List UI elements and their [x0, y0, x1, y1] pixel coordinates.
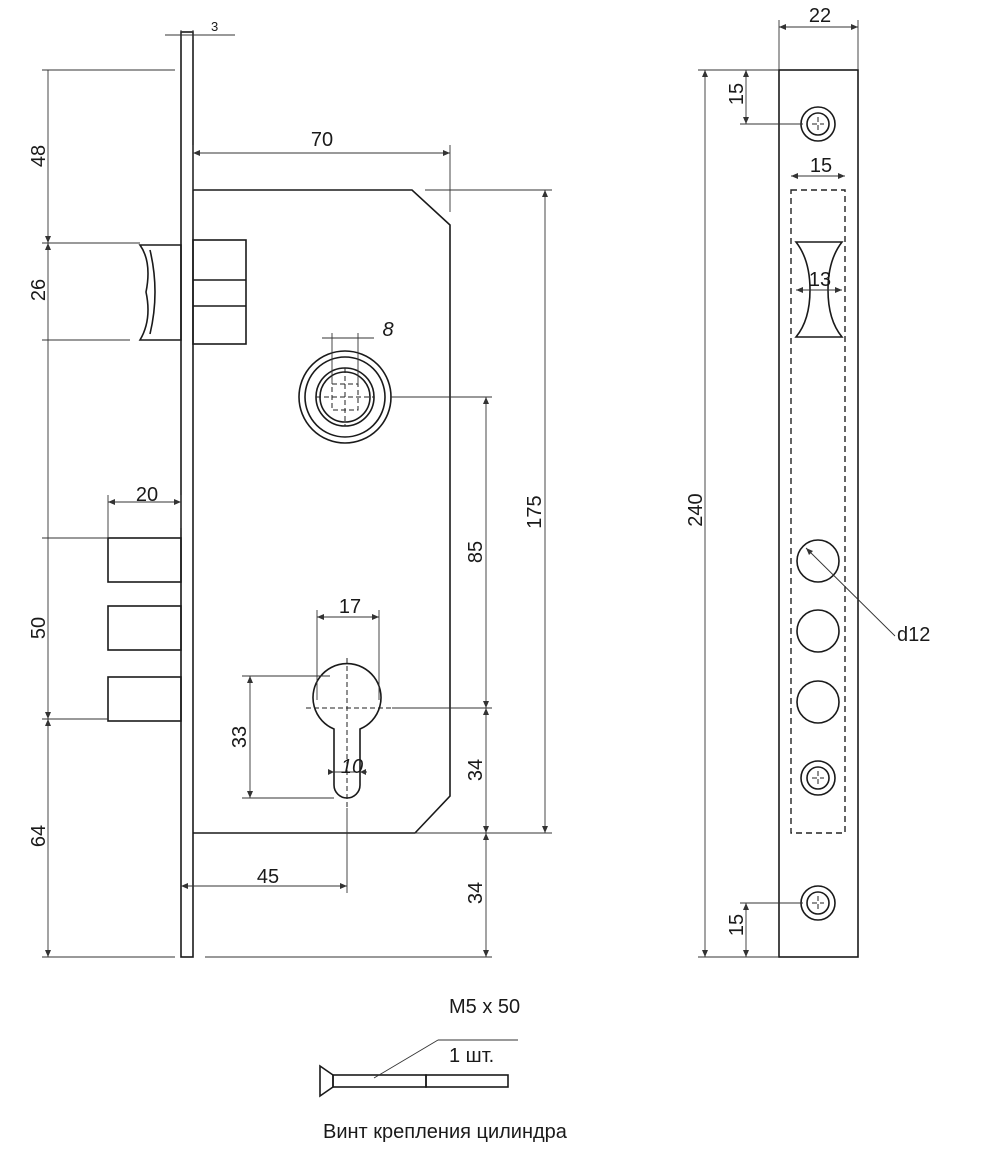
body-outline-dashed — [790, 189, 846, 834]
faceplate-front — [778, 69, 859, 958]
dim-cylinder-slot: 10 — [341, 756, 363, 778]
dim-latch-width: 13 — [809, 269, 831, 291]
dim-latch-cutout-width: 15 — [810, 155, 832, 177]
dim-latch-height: 26 — [28, 279, 50, 301]
dim-faceplate-thickness: 3 — [211, 19, 218, 34]
screw-shank — [332, 1074, 427, 1088]
dim-bolt-throw: 20 — [136, 484, 158, 506]
screw-hole-top — [800, 106, 836, 142]
latch-opening — [794, 241, 844, 338]
dim-body-height: 175 — [524, 495, 546, 528]
dim-faceplate-length: 240 — [685, 493, 707, 526]
dim-top-to-latch: 48 — [28, 145, 50, 167]
dim-cylinder-height: 33 — [229, 726, 251, 748]
latch-tail — [192, 239, 247, 345]
deadbolt-1 — [107, 537, 182, 583]
dim-cylinder-to-body-bottom: 34 — [465, 759, 487, 781]
dim-bolt-span: 50 — [28, 617, 50, 639]
lock-body — [193, 189, 451, 834]
dim-screw-offset-bottom: 15 — [726, 914, 748, 936]
screw-thread — [425, 1074, 509, 1088]
dim-screw-offset-top: 15 — [726, 83, 748, 105]
bolt-hole-2 — [796, 609, 840, 653]
dim-faceplate-width: 22 — [809, 5, 831, 27]
screw-hole-middle — [800, 760, 836, 796]
lock-side-view — [107, 31, 451, 958]
dim-body-bottom-to-plate-end: 34 — [465, 882, 487, 904]
screw-caption: Винт крепления цилиндра — [323, 1121, 568, 1143]
dim-spindle-to-cylinder: 85 — [465, 541, 487, 563]
deadbolt-2 — [107, 605, 182, 651]
faceplate — [180, 31, 194, 958]
side-view-dimensions: 3 48 26 50 64 70 8 175 — [28, 19, 552, 958]
latch-inner-line — [149, 249, 156, 335]
latch-bolt — [138, 244, 182, 341]
front-view-dimensions: 22 15 15 13 240 d12 15 — [685, 5, 930, 958]
dim-bottom-to-bolts: 64 — [28, 825, 50, 847]
dim-backset: 45 — [257, 866, 279, 888]
cylinder-screw: M5 x 50 1 шт. Винт крепления цилиндра — [319, 996, 568, 1143]
bolt-hole-1 — [796, 539, 840, 583]
dim-bolt-hole-diameter: d12 — [897, 624, 930, 646]
faceplate-front-view — [778, 69, 859, 958]
bolt-hole-3 — [796, 680, 840, 724]
dim-cylinder-width: 17 — [339, 596, 361, 618]
dim-spindle-square: 8 — [382, 319, 393, 341]
dim-body-depth: 70 — [311, 129, 333, 151]
spindle-hub — [298, 350, 392, 444]
screw-hole-bottom — [800, 885, 836, 921]
deadbolt-3 — [107, 676, 182, 722]
screw-spec: M5 x 50 — [449, 996, 520, 1018]
screw-head — [319, 1064, 334, 1098]
screw-quantity: 1 шт. — [449, 1045, 494, 1067]
